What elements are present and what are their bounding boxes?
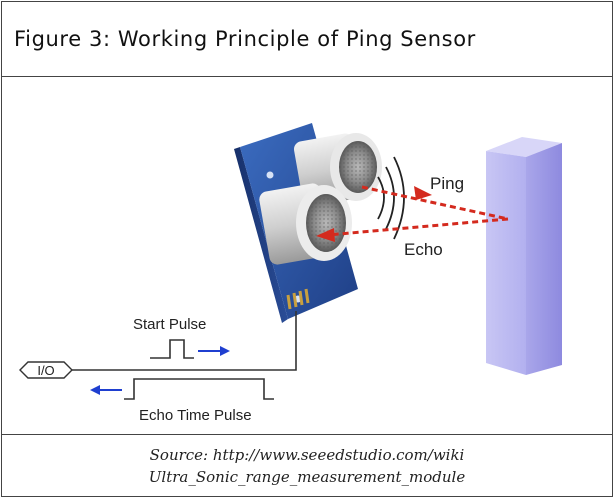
echo-arrowhead-icon [316, 228, 335, 242]
wall-top [486, 137, 562, 157]
pin [286, 294, 292, 310]
transducer-front-mesh-dots [306, 194, 346, 252]
source-line-1: Source: http://www.seeedstudio.com/wiki [149, 446, 465, 464]
start-pulse-arrowhead-icon [220, 346, 230, 356]
source-line-2: Ultra_Sonic_range_measurement_module [148, 468, 466, 486]
pin [298, 290, 304, 306]
wall-front [486, 151, 526, 375]
start-pulse-waveform [150, 339, 194, 359]
io-tag-shape [19, 361, 73, 379]
figure-title: Figure 3: Working Principle of Ping Sens… [14, 27, 476, 51]
ping-arrow [361, 185, 509, 221]
echo-time-pulse-label: Echo Time Pulse [139, 407, 252, 424]
ping-label: Ping [430, 174, 464, 193]
pin [304, 288, 310, 304]
pulse-direction-arrows [90, 346, 230, 395]
ping-arrowhead-icon [414, 186, 432, 200]
source-cell: Source: http://www.seeedstudio.com/wiki … [2, 435, 612, 497]
echo-label: Echo [404, 240, 443, 259]
title-cell: Figure 3: Working Principle of Ping Sens… [2, 2, 612, 77]
echo-time-pulse-waveform [124, 378, 274, 400]
io-port-tag: I/O [19, 361, 73, 379]
echo-arrow [327, 217, 509, 237]
ping-sensor-diagram: Ping Echo I/O Start Pul [19, 123, 562, 424]
echo-pulse-arrowhead-icon [90, 385, 100, 395]
signal-wiring [62, 311, 297, 400]
board-edge [234, 147, 288, 323]
target-wall [486, 137, 562, 375]
wall-side [526, 143, 562, 375]
pin [292, 292, 298, 308]
io-wire [62, 311, 297, 371]
sensor-module [234, 123, 382, 323]
ping-echo-arrows [316, 185, 509, 242]
diagram-cell: Ping Echo I/O Start Pul [2, 77, 612, 435]
transducer-front [259, 183, 352, 265]
io-label: I/O [37, 363, 54, 378]
transducer-back-mesh-dots [339, 141, 377, 193]
board-hole-icon [266, 171, 274, 179]
start-pulse-label: Start Pulse [133, 316, 206, 333]
